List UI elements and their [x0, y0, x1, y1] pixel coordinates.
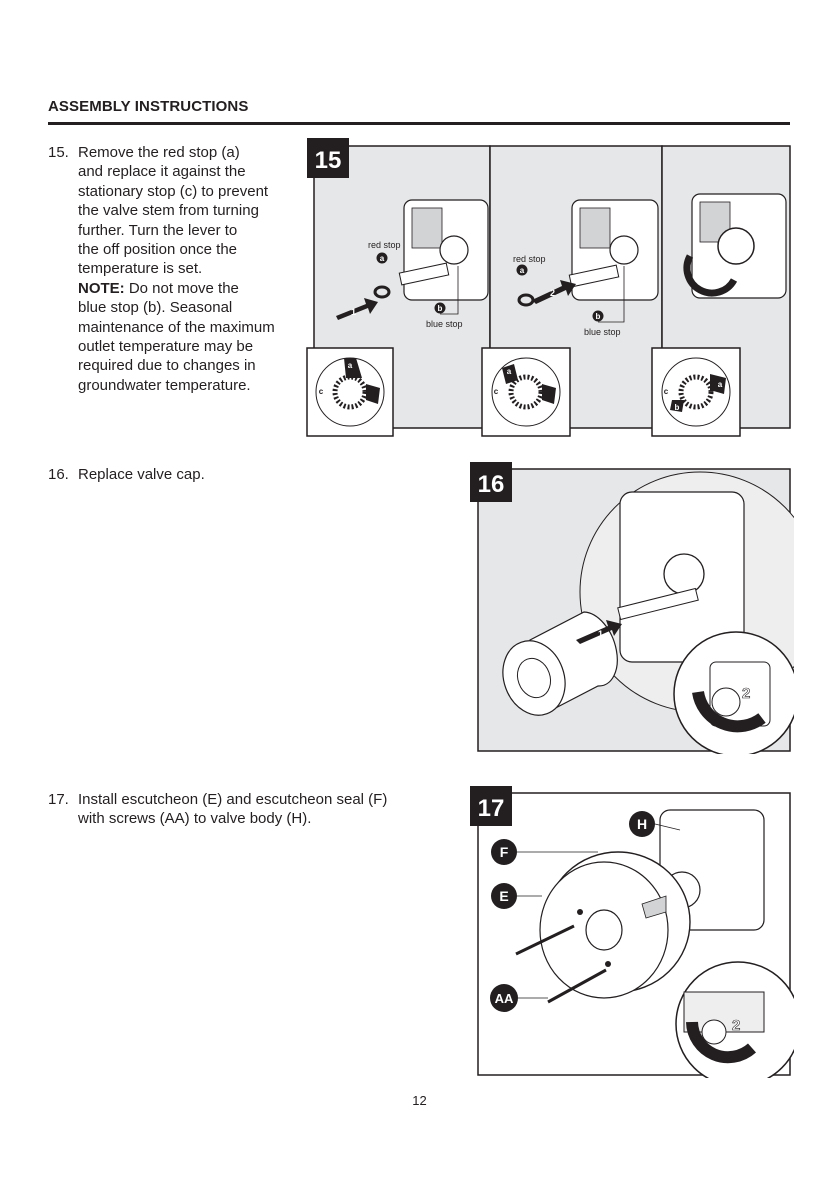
callout-AA: [490, 984, 518, 1012]
stop-c-label: c: [494, 387, 499, 396]
callout-a: [376, 252, 388, 264]
stop-c-label: c: [664, 387, 669, 396]
arrow-1: [336, 298, 378, 320]
red-stop-label: red stop: [368, 240, 401, 250]
valve-cap: [502, 611, 618, 716]
stop-b-label: b: [549, 390, 554, 399]
stop-c-label: c: [319, 387, 324, 396]
escutcheon: [539, 851, 691, 999]
figure-badge-label: 17: [478, 795, 505, 822]
detail-inset-3: [651, 347, 741, 437]
page-number: 12: [412, 1093, 427, 1108]
valve-body-2: [568, 199, 659, 301]
figure-badge-label: 16: [478, 471, 505, 498]
valve-body-1: [398, 199, 489, 301]
arrow-1-label: 1: [351, 307, 356, 317]
screw-2: [547, 968, 607, 1004]
screw-1: [515, 924, 575, 956]
step-line: stationary stop (c) to prevent: [78, 182, 269, 200]
stop-a-label: a: [348, 361, 353, 370]
step-line: the valve stem from turning: [78, 202, 259, 220]
arrow-1-label: 1: [598, 629, 603, 639]
note-line: maintenance of the maximum: [78, 318, 275, 336]
stop-a-label: a: [507, 367, 512, 376]
callout-a-label: a: [520, 266, 525, 275]
detail-inset-2: [481, 347, 571, 437]
figure-16: 16 1 2: [470, 462, 794, 754]
red-stop-part: [373, 285, 391, 299]
header-rule: [48, 122, 790, 125]
note-line: outlet temperature may be: [78, 338, 254, 356]
callout-a-label: a: [380, 254, 385, 263]
note-line: groundwater temperature.: [78, 376, 251, 394]
step-number: 15.: [48, 144, 69, 161]
arrow-2-label: 2: [550, 288, 555, 298]
blue-stop-label: blue stop: [584, 327, 621, 337]
note-line: Do not move the: [124, 279, 239, 297]
arrow-2: [532, 280, 576, 304]
step-number: 17.: [48, 791, 69, 808]
arrow-2-label: 2: [732, 1017, 740, 1034]
figure-badge-label: 15: [315, 147, 342, 174]
callout-F: [491, 839, 517, 865]
insertion-arrow: [641, 895, 667, 919]
callout-E-label: E: [499, 888, 508, 904]
stop-b-label: b: [675, 403, 680, 412]
step-line: the off position once the: [78, 241, 238, 259]
figure-badge: [307, 138, 349, 178]
arrow-2-label: 2: [742, 685, 750, 702]
callout-b: [592, 310, 604, 322]
callout-b-label: b: [438, 304, 443, 313]
red-stop-label: red stop: [513, 254, 546, 264]
callout-H-label: H: [637, 816, 647, 832]
callout-b-label: b: [596, 312, 601, 321]
note-label: NOTE:: [78, 279, 125, 297]
callout-E: [491, 883, 517, 909]
detail-inset-1: [306, 347, 394, 437]
figure-17: 17 H F E AA 2: [470, 786, 794, 1078]
callout-b: [434, 302, 446, 314]
arrow-1: [576, 620, 622, 644]
blue-stop-label: blue stop: [426, 319, 463, 329]
stop-a-label: a: [718, 380, 723, 389]
step-line: Remove the red stop (a): [78, 144, 240, 161]
step-line: further. Turn the lever to: [78, 221, 238, 239]
step-number: 16.: [48, 466, 69, 483]
figure-badge: [470, 786, 512, 826]
figure-badge: [470, 462, 512, 502]
step-line: with screws (AA) to valve body (H).: [78, 810, 312, 828]
stop-b-label: b: [374, 390, 379, 399]
callout-F-label: F: [500, 844, 509, 860]
step-line: Install escutcheon (E) and escutcheon se…: [78, 791, 388, 808]
figure-15: 15 red stop a 1 b blue stop red stop a 2…: [306, 138, 792, 438]
detail-inset: [673, 631, 794, 754]
note-line: required due to changes in: [78, 357, 256, 375]
detail-inset: [675, 961, 794, 1078]
callout-a: [516, 264, 528, 276]
valve-body-3: [683, 193, 787, 299]
step-line: temperature is set.: [78, 260, 203, 278]
callout-AA-label: AA: [495, 991, 514, 1006]
step-line: Replace valve cap.: [78, 466, 205, 483]
step-line: and replace it against the: [78, 163, 246, 181]
note-line: blue stop (b). Seasonal: [78, 299, 233, 317]
callout-H: [629, 811, 655, 837]
section-title: ASSEMBLY INSTRUCTIONS: [48, 98, 249, 115]
